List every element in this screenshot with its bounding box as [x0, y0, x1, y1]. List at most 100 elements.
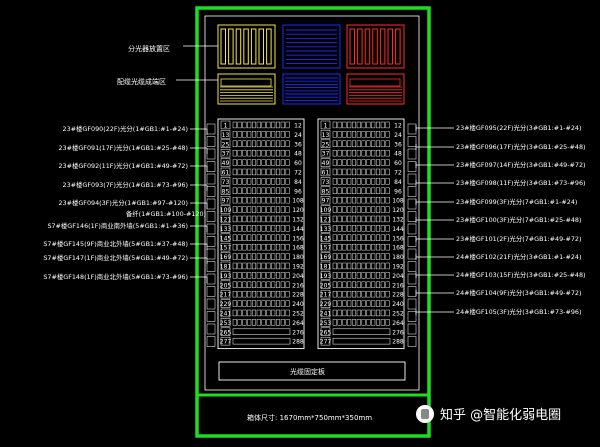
left-odf-port [237, 243, 242, 251]
left-odf-port [232, 206, 237, 213]
left-odf-port [247, 131, 252, 138]
right-side-tray [407, 286, 417, 297]
right-odf-port [385, 168, 390, 176]
cable-terminal-area-label: 配缆光缆成端区 [117, 78, 166, 86]
right-odf-port [366, 243, 371, 251]
right-odf-port [342, 159, 347, 166]
right-odf-end-number: 132 [392, 217, 404, 224]
right-odf-port [332, 131, 337, 138]
left-side-tray [206, 336, 216, 347]
blue-splitter-box [282, 24, 341, 69]
right-odf-end-number: 204 [392, 273, 404, 280]
right-odf-panel [317, 118, 405, 350]
right-odf-port [351, 140, 357, 147]
right-odf-port [342, 234, 347, 241]
left-odf-port [247, 215, 252, 223]
right-odf-start-number: 1 [324, 123, 328, 130]
left-odf-port [261, 215, 266, 223]
cabinet-outer-frame [195, 6, 431, 438]
left-odf-start-number: 157 [220, 245, 232, 252]
left-odf-start-number: 193 [220, 273, 232, 280]
right-odf-port [332, 159, 337, 166]
right-side-tray [407, 323, 417, 335]
right-side-tray [407, 123, 417, 135]
right-odf-port [351, 196, 357, 204]
left-odf-port [275, 178, 281, 185]
left-odf-port [247, 206, 252, 213]
left-odf-port [256, 168, 261, 176]
left-odf-port [271, 309, 276, 317]
right-odf-port [347, 206, 352, 213]
left-splitter-label: S7#楼GF147(1F)商业北外墙(5#GB1:#49-#72) [43, 254, 188, 262]
left-odf-port [271, 225, 276, 232]
left-odf-port [237, 159, 242, 166]
right-odf-port [332, 319, 337, 326]
right-odf-port [337, 168, 342, 176]
left-odf-port [251, 187, 257, 194]
right-side-tray [407, 311, 417, 322]
right-odf-port [332, 121, 337, 129]
right-odf-port [342, 290, 347, 298]
left-odf-port [266, 225, 271, 232]
left-odf-port [237, 168, 242, 176]
right-odf-start-number: 109 [320, 207, 332, 214]
right-side-tray [407, 223, 417, 235]
left-odf-port [275, 149, 281, 157]
right-odf-number-cell [320, 186, 331, 195]
left-odf-port [256, 262, 261, 270]
right-splitter-label: 24#楼GF103(15F)光分(3#GB1:#25-#48) [456, 271, 586, 279]
right-side-tray [407, 336, 417, 347]
left-odf-port [261, 121, 266, 129]
left-odf-port [280, 234, 285, 241]
left-odf-port [242, 178, 247, 185]
right-splitter-label: 23#楼GF097(14F)光分(3#GB1:#49-#72) [456, 161, 586, 169]
left-odf-port [237, 281, 242, 288]
left-odf-port [247, 300, 252, 307]
left-odf-port [247, 187, 252, 194]
right-odf-port [371, 234, 376, 241]
left-odf-port [271, 140, 276, 147]
left-odf-start-number: 97 [222, 198, 230, 205]
right-odf-port [361, 253, 366, 260]
right-odf-port [347, 281, 352, 288]
right-odf-port [371, 159, 376, 166]
right-odf-port [385, 290, 390, 298]
left-odf-port [285, 215, 290, 223]
left-odf-start-number: 265 [220, 329, 232, 336]
right-odf-port [356, 319, 361, 326]
left-odf-end-number: 288 [292, 339, 304, 346]
right-odf-port [342, 149, 347, 157]
right-odf-start-number: 133 [320, 226, 332, 233]
right-odf-port [380, 243, 385, 251]
left-odf-port [247, 121, 252, 129]
left-side-tray [206, 311, 216, 322]
left-odf-panel [217, 118, 305, 350]
right-odf-port [385, 243, 390, 251]
right-odf-end-number: 144 [392, 226, 404, 233]
right-splitter-label: 23#楼GF095(22F)光分(3#GB1:#1-#24) [456, 124, 582, 132]
left-odf-end-number: 72 [294, 170, 302, 177]
left-odf-port [285, 253, 290, 260]
right-odf-port [361, 187, 366, 194]
left-odf-port [251, 253, 257, 260]
right-odf-port [371, 178, 376, 185]
left-odf-port [280, 272, 285, 279]
right-odf-number-cell [320, 139, 331, 148]
left-odf-port [256, 121, 261, 129]
left-odf-port [242, 272, 247, 279]
right-odf-start-number: 13 [322, 132, 330, 139]
right-odf-port [342, 309, 347, 317]
left-odf-port [266, 281, 271, 288]
yellow-splitter-slot [228, 28, 234, 65]
left-odf-port [285, 234, 290, 241]
left-odf-port [280, 319, 285, 326]
right-odf-port [342, 140, 347, 147]
left-odf-port [232, 309, 237, 317]
right-odf-number-cell [320, 130, 331, 139]
left-odf-start-number: 229 [220, 301, 232, 308]
left-odf-start-number: 37 [222, 151, 230, 158]
left-odf-port [232, 187, 237, 194]
left-odf-port [275, 168, 281, 176]
left-odf-number-cell [220, 336, 231, 346]
